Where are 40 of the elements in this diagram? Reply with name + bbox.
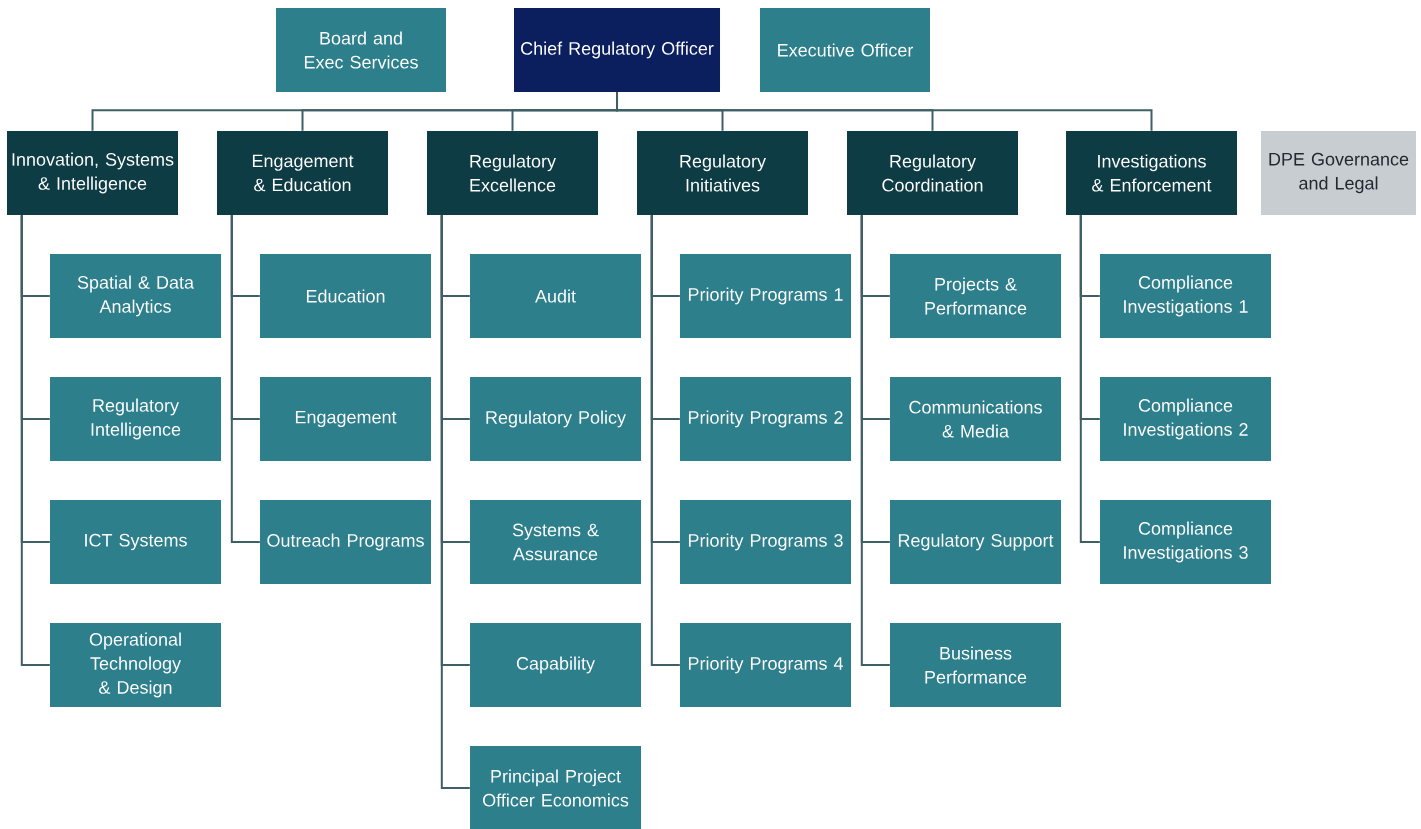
unit-box: Regulatory Support xyxy=(890,500,1061,584)
unit-box: Spatial & Data Analytics xyxy=(50,254,221,338)
connector-line xyxy=(20,214,51,666)
unit-box: Communications & Media xyxy=(890,377,1061,461)
unit-box: Education xyxy=(260,254,431,338)
unit-box: Business Performance xyxy=(890,623,1061,707)
unit-box: Compliance Investigations 1 xyxy=(1100,254,1271,338)
division-box: Innovation, Systems & Intelligence xyxy=(7,131,178,215)
unit-box: Projects & Performance xyxy=(890,254,1061,338)
division-box: Regulatory Excellence xyxy=(427,131,598,215)
unit-box: Regulatory Intelligence xyxy=(50,377,221,461)
unit-box: Compliance Investigations 2 xyxy=(1100,377,1271,461)
unit-box: Outreach Programs xyxy=(260,500,431,584)
division-box: Engagement & Education xyxy=(217,131,388,215)
division-box: Regulatory Coordination xyxy=(847,131,1018,215)
connector-line xyxy=(440,214,471,789)
unit-box: ICT Systems xyxy=(50,500,221,584)
connector-line xyxy=(860,214,891,666)
unit-box: Regulatory Policy xyxy=(470,377,641,461)
connector-line xyxy=(230,214,261,543)
unit-box: Priority Programs 1 xyxy=(680,254,851,338)
unit-box: Systems & Assurance xyxy=(470,500,641,584)
chief-box: Chief Regulatory Officer xyxy=(514,8,720,92)
connector-line xyxy=(650,214,681,666)
unit-box: Capability xyxy=(470,623,641,707)
connector-line xyxy=(616,91,1153,132)
unit-box: Engagement xyxy=(260,377,431,461)
office-box: Board and Exec Services xyxy=(276,8,446,92)
connector-line xyxy=(1079,214,1101,543)
office-box: DPE Governance and Legal xyxy=(1261,131,1416,215)
unit-box: Compliance Investigations 3 xyxy=(1100,500,1271,584)
unit-box: Priority Programs 2 xyxy=(680,377,851,461)
unit-box: Principal Project Officer Economics xyxy=(470,746,641,829)
unit-box: Audit xyxy=(470,254,641,338)
unit-box: Priority Programs 4 xyxy=(680,623,851,707)
office-box: Executive Officer xyxy=(760,8,930,92)
unit-box: Operational Technology & Design xyxy=(50,623,221,707)
division-box: Investigations & Enforcement xyxy=(1066,131,1237,215)
unit-box: Priority Programs 3 xyxy=(680,500,851,584)
division-box: Regulatory Initiatives xyxy=(637,131,808,215)
